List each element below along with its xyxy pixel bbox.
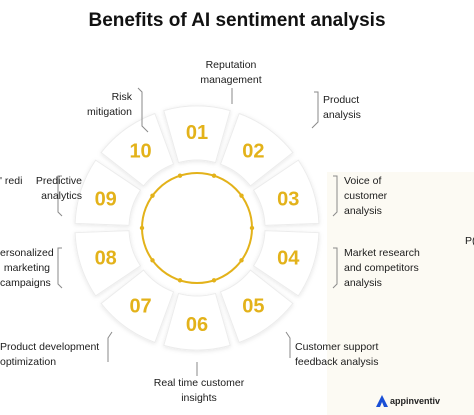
segment-number-09: 09 <box>95 188 117 210</box>
leader-lines <box>57 87 338 376</box>
brand-logo: appinventiv <box>376 393 440 409</box>
wheel-segment-05 <box>219 269 294 344</box>
ring-dot <box>177 173 183 178</box>
wheel-segment-06 <box>163 292 231 351</box>
leader-line-04 <box>332 247 338 289</box>
wheel-segment-10 <box>100 112 175 187</box>
ring-dot <box>249 225 255 231</box>
segment-number-04: 04 <box>277 248 300 270</box>
overlapping-screenshot-right <box>327 172 474 415</box>
segment-number-10: 10 <box>129 140 151 162</box>
page-title: Benefits of AI sentiment analysis <box>88 10 386 31</box>
wheel-segment-01 <box>163 105 231 164</box>
leader-line-09 <box>57 175 63 217</box>
segment-number-02: 02 <box>242 140 264 162</box>
wheel-segment-03 <box>252 159 320 226</box>
ring-dot <box>239 193 244 198</box>
wheel-segment-04 <box>252 230 320 297</box>
leader-line-10 <box>137 87 149 133</box>
leader-line-07 <box>107 331 113 362</box>
wheel-segment-08 <box>74 230 142 297</box>
brand-name: appinventiv <box>390 396 441 406</box>
segment-number-06: 06 <box>186 314 208 336</box>
segment-number-07: 07 <box>129 296 151 318</box>
leader-line-02 <box>311 91 319 129</box>
clipped-text-fragment: P( <box>465 235 474 247</box>
wheel-segment-07 <box>100 269 175 344</box>
center-ring <box>141 172 253 284</box>
overlap-fragment: ' redi <box>0 175 23 187</box>
ring-dot <box>211 173 217 178</box>
segment-number-03: 03 <box>277 188 299 210</box>
segment-number-08: 08 <box>95 248 117 270</box>
ring-dot <box>211 278 217 283</box>
segment-number-01: 01 <box>186 122 208 144</box>
ring-dot <box>139 225 145 231</box>
wheel-segment-09 <box>74 159 142 226</box>
segment-number-05: 05 <box>242 296 264 318</box>
leader-line-08 <box>57 247 63 289</box>
appinventiv-logo-icon <box>376 395 388 407</box>
leader-line-03 <box>332 175 338 217</box>
ring-dot <box>239 258 244 263</box>
leader-line-05 <box>285 331 291 358</box>
wheel-segment-02 <box>219 112 294 187</box>
ring-dot <box>150 258 155 263</box>
ring-dot <box>150 193 155 198</box>
ring-dot <box>177 278 183 283</box>
